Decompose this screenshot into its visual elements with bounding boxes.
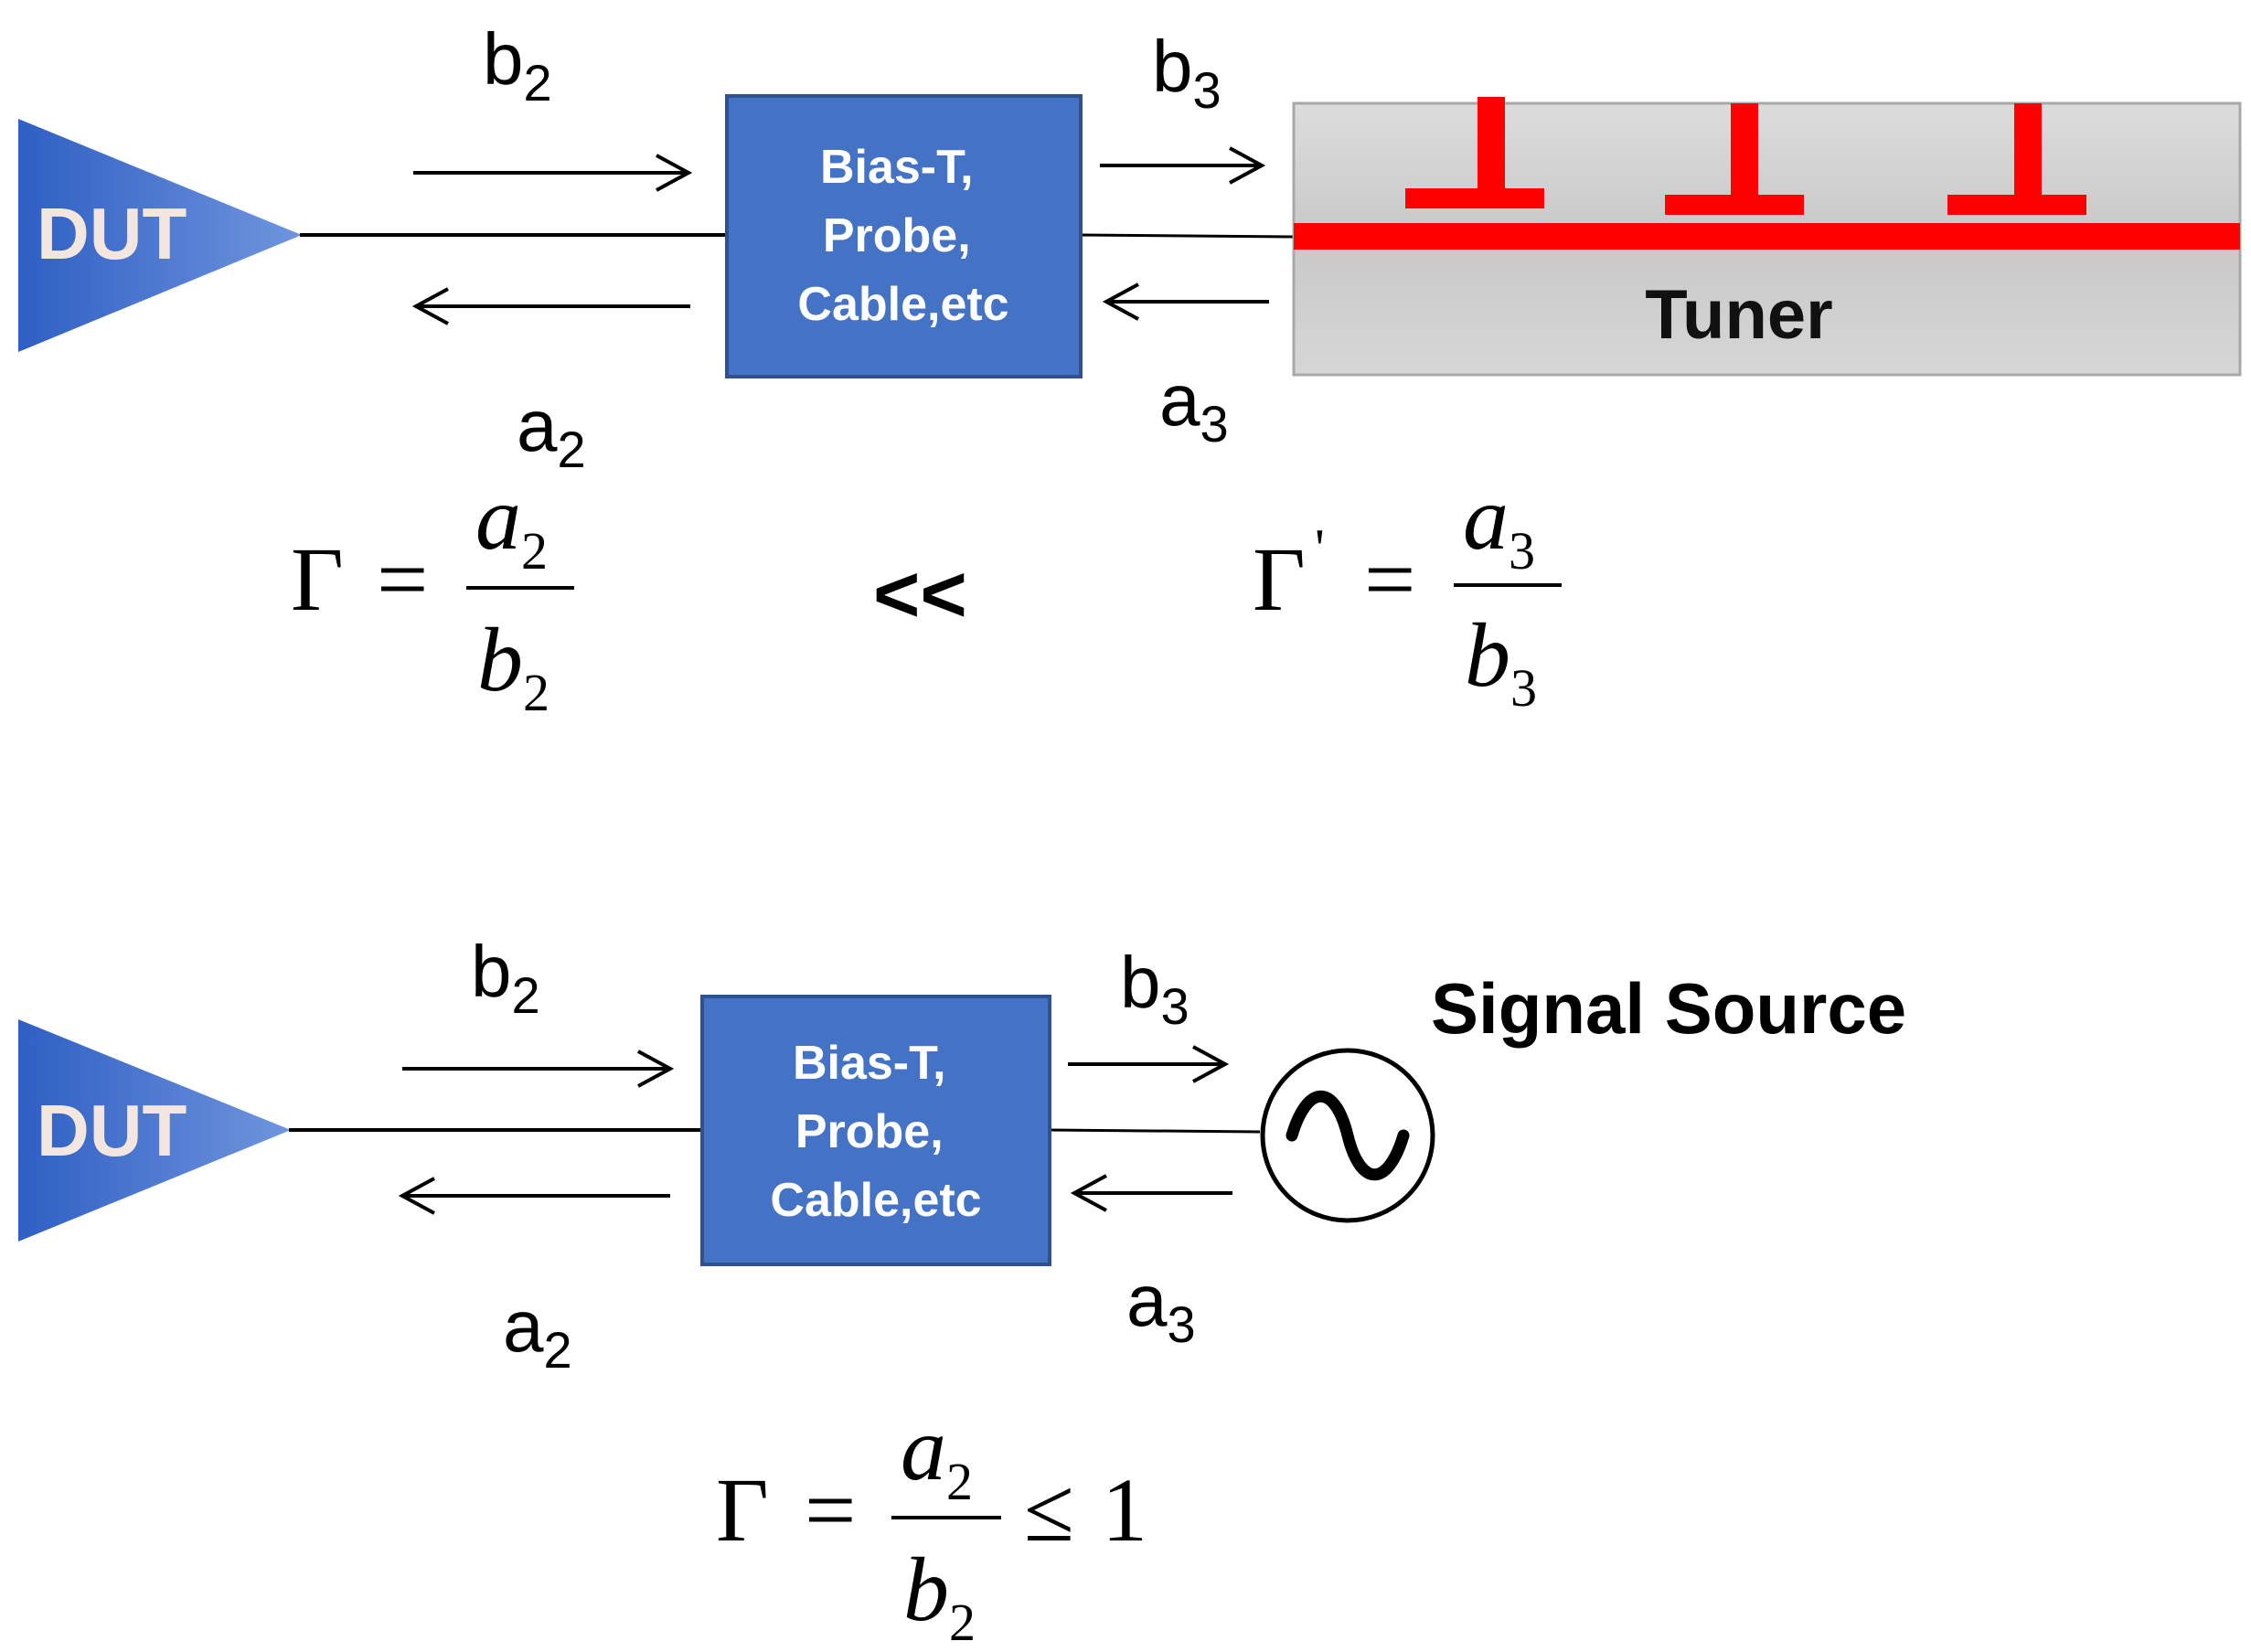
line-box-to-tuner-top [1080,233,1295,239]
dut-label-top: DUT [37,193,187,274]
dut-label-bottom: DUT [37,1090,187,1171]
bias-t-probe-cable-box-top: Bias-T, Probe, Cable,etc [725,94,1083,378]
gamma-equation-top-left: Γ = a2 b2 [291,467,574,722]
bottom-diagram: DUT Bias-T, Probe, Cable,etc Signal Sour… [18,931,1906,1652]
equals-sign-right: = [1364,528,1415,630]
equals-sign: = [377,528,428,630]
arrow-b3-forward-bottom [1068,1045,1230,1083]
arrow-a2-backward-top [411,287,690,325]
dut-amplifier-bottom: DUT [18,1019,291,1242]
tuner-slug-3 [1947,103,2086,215]
tuner-slug-1 [1405,97,1544,208]
denominator-b2-bottom: b2 [903,1539,976,1652]
gamma-symbol-bottom: Γ [716,1459,769,1561]
label-b3-bottom: b3 [1120,942,1190,1035]
label-a2-top: a2 [517,385,586,478]
arrow-a2-backward-bottom [398,1177,670,1215]
svg-text:Bias-T, Probe,: Bias-T, Probe, Cable,etc [797,141,1008,331]
svg-text:Bias-T, Probe,: Bias-T, Probe, Cable,etc [770,1037,981,1227]
label-b3-top: b3 [1152,26,1222,119]
arrow-b2-forward-bottom [402,1050,675,1088]
label-b2-bottom: b2 [471,931,540,1024]
numerator-a2-bottom: a2 [901,1398,973,1511]
box-line-3-top: Cable,etc [797,278,1008,331]
box-line-2-bottom: Probe, [795,1105,944,1158]
label-b2-top: b2 [483,18,552,112]
arrow-a3-backward-bottom [1070,1174,1232,1212]
dut-amplifier-top: DUT [18,119,302,352]
numerator-a3: a3 [1463,467,1535,581]
box-line-2-top: Probe, [823,209,971,262]
arrow-a3-backward-top [1102,282,1269,321]
signal-source-label: Signal Source [1431,968,1906,1049]
rhs-one: 1 [1102,1459,1147,1561]
box-line-1-top: Bias-T, [820,141,974,194]
label-a3-bottom: a3 [1126,1260,1196,1353]
numerator-a2: a2 [475,467,548,581]
tuner: Tuner [1292,97,2242,377]
arrow-b2-forward-top [413,154,693,192]
bias-t-probe-cable-box-bottom: Bias-T, Probe, Cable,etc [700,995,1051,1266]
label-a3-top: a3 [1159,359,1229,453]
sine-source-icon [1260,1048,1435,1223]
arrow-b3-forward-top [1100,146,1266,185]
tuner-center-line [1294,223,2240,250]
tuner-label: Tuner [1645,276,1832,354]
denominator-b3: b3 [1465,604,1537,718]
gamma-prime-equation-top-right: Γ ' = a3 b3 [1253,467,1562,718]
prime-mark: ' [1315,518,1325,579]
label-a2-bottom: a2 [503,1285,572,1379]
much-less-than-symbol: << [873,549,967,639]
box-line-1-bottom: Bias-T, [793,1037,946,1090]
box-line-3-bottom: Cable,etc [770,1174,981,1227]
equals-sign-bottom: = [805,1459,856,1561]
tuner-slug-2 [1665,103,1804,215]
gamma-equation-bottom: Γ = a2 b2 ≤ 1 [716,1398,1147,1652]
gamma-symbol-right: Γ [1253,528,1306,630]
gamma-symbol: Γ [291,528,344,630]
top-diagram: DUT Bias-T, Probe, Cable,etc [18,18,2242,722]
denominator-b2: b2 [477,609,549,722]
line-box-to-source [1049,1128,1261,1134]
less-equal-sign: ≤ [1024,1459,1074,1561]
